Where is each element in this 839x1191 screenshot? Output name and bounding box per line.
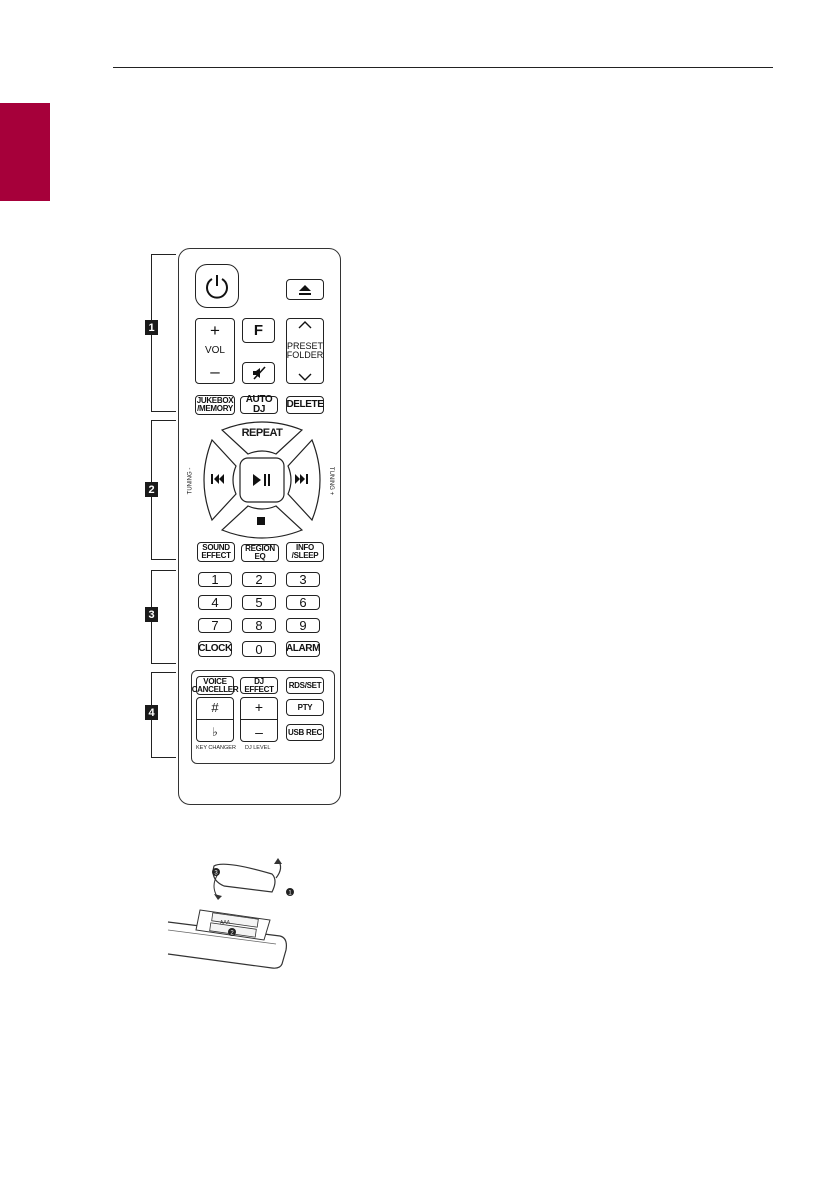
region-eq-button[interactable]: REGION EQ	[241, 544, 279, 562]
digit-4-button[interactable]: 4	[198, 595, 232, 610]
stop-icon	[257, 517, 265, 525]
step-1-marker	[286, 888, 294, 896]
digit-3-button[interactable]: 3	[286, 572, 320, 587]
section-4-number: 4	[145, 705, 158, 720]
skip-back-icon	[211, 474, 224, 484]
usb-rec-button[interactable]: USB REC	[286, 724, 324, 741]
sound-effect-button[interactable]: SOUND EFFECT	[197, 542, 235, 562]
chevron-down-icon[interactable]	[298, 373, 312, 381]
digit-8-button[interactable]: 8	[242, 618, 276, 633]
sleep-label: /SLEEP	[291, 551, 319, 560]
battery-installation-illustration: 3 1 2 AAA	[167, 858, 294, 969]
navigation-dpad	[203, 421, 321, 539]
info-sleep-button[interactable]: INFO /SLEEP	[286, 542, 324, 562]
dpad-up-segment[interactable]	[220, 421, 304, 455]
volume-up[interactable]: +	[210, 321, 220, 340]
step-3-marker	[212, 868, 220, 876]
section-1-number: 1	[145, 320, 158, 335]
tuning-plus-label: TUNING +	[328, 466, 335, 496]
battery-type-label: AAA	[220, 920, 231, 926]
sound-label: SOUND	[202, 543, 230, 552]
eject-icon	[299, 284, 311, 295]
function-button[interactable]: F	[242, 318, 275, 343]
eject-button[interactable]	[286, 279, 324, 300]
header-rule	[113, 67, 773, 68]
skip-forward-icon	[295, 474, 308, 484]
step-1-label: 1	[288, 891, 292, 897]
step-2-marker	[228, 928, 236, 936]
volume-down[interactable]: –	[210, 362, 220, 381]
key-sharp-button[interactable]: #	[211, 699, 219, 715]
key-changer-divider	[197, 719, 233, 721]
key-changer-rocker[interactable]: # ♭	[196, 697, 234, 742]
power-button[interactable]	[195, 264, 239, 308]
play-pause-button[interactable]	[239, 457, 285, 503]
key-flat-button[interactable]: ♭	[212, 725, 218, 740]
section-3-number: 3	[145, 607, 158, 622]
dj-level-down-button[interactable]: –	[255, 723, 263, 740]
repeat-label: REPEAT	[241, 427, 283, 439]
dj-level-up-button[interactable]: +	[254, 699, 264, 716]
mute-icon	[252, 366, 266, 380]
volume-rocker[interactable]: + VOL –	[195, 318, 235, 384]
digit-1-button[interactable]: 1	[198, 572, 232, 587]
info-label: INFO	[296, 543, 314, 552]
voice-label: VOICE	[203, 676, 227, 686]
auto-dj-button[interactable]: AUTO DJ	[240, 395, 278, 415]
digit-5-button[interactable]: 5	[242, 595, 276, 610]
pty-button[interactable]: PTY	[286, 699, 324, 716]
voice-canceller-button[interactable]: VOICE CANCELLER	[192, 676, 239, 695]
power-icon	[206, 275, 228, 299]
canceller-label: CANCELLER	[191, 684, 239, 694]
delete-button[interactable]: DELETE	[286, 396, 324, 414]
digit-6-button[interactable]: 6	[286, 595, 320, 610]
rds-set-button[interactable]: RDS/SET	[286, 677, 324, 694]
digit-7-button[interactable]: 7	[198, 618, 232, 633]
dj-level-divider	[241, 718, 277, 720]
folder-label: FOLDER	[286, 350, 324, 360]
section-2-number: 2	[145, 482, 158, 497]
effect-label: EFFECT	[201, 551, 231, 560]
chevron-up-icon[interactable]	[298, 321, 312, 329]
preset-folder-rocker[interactable]: PRESET FOLDER	[286, 318, 324, 384]
clock-button[interactable]: CLOCK	[198, 641, 232, 657]
chapter-tab	[0, 103, 50, 201]
alarm-button[interactable]: ALARM	[286, 641, 320, 657]
dj-level-caption: DJ LEVEL	[245, 745, 271, 751]
digit-2-button[interactable]: 2	[242, 572, 276, 587]
digit-9-button[interactable]: 9	[286, 618, 320, 633]
key-changer-caption: KEY CHANGER	[196, 745, 236, 751]
memory-label: /MEMORY	[197, 404, 233, 413]
mute-button[interactable]	[242, 362, 275, 384]
digit-0-button[interactable]: 0	[242, 641, 276, 657]
tuning-minus-label: TUNING -	[187, 467, 194, 495]
volume-label: VOL	[204, 345, 225, 356]
jukebox-label: JUKEBOX	[196, 396, 234, 405]
dj-effect-button[interactable]: DJ EFFECT	[240, 677, 278, 694]
section-4-panel	[191, 670, 335, 764]
step-2-label: 2	[230, 931, 234, 937]
step-3-label: 3	[214, 871, 218, 877]
play-pause-icon	[253, 474, 270, 486]
jukebox-memory-button[interactable]: JUKEBOX /MEMORY	[195, 395, 235, 415]
dj-level-rocker[interactable]: + –	[240, 697, 278, 742]
preset-label: PRESET	[287, 341, 324, 351]
